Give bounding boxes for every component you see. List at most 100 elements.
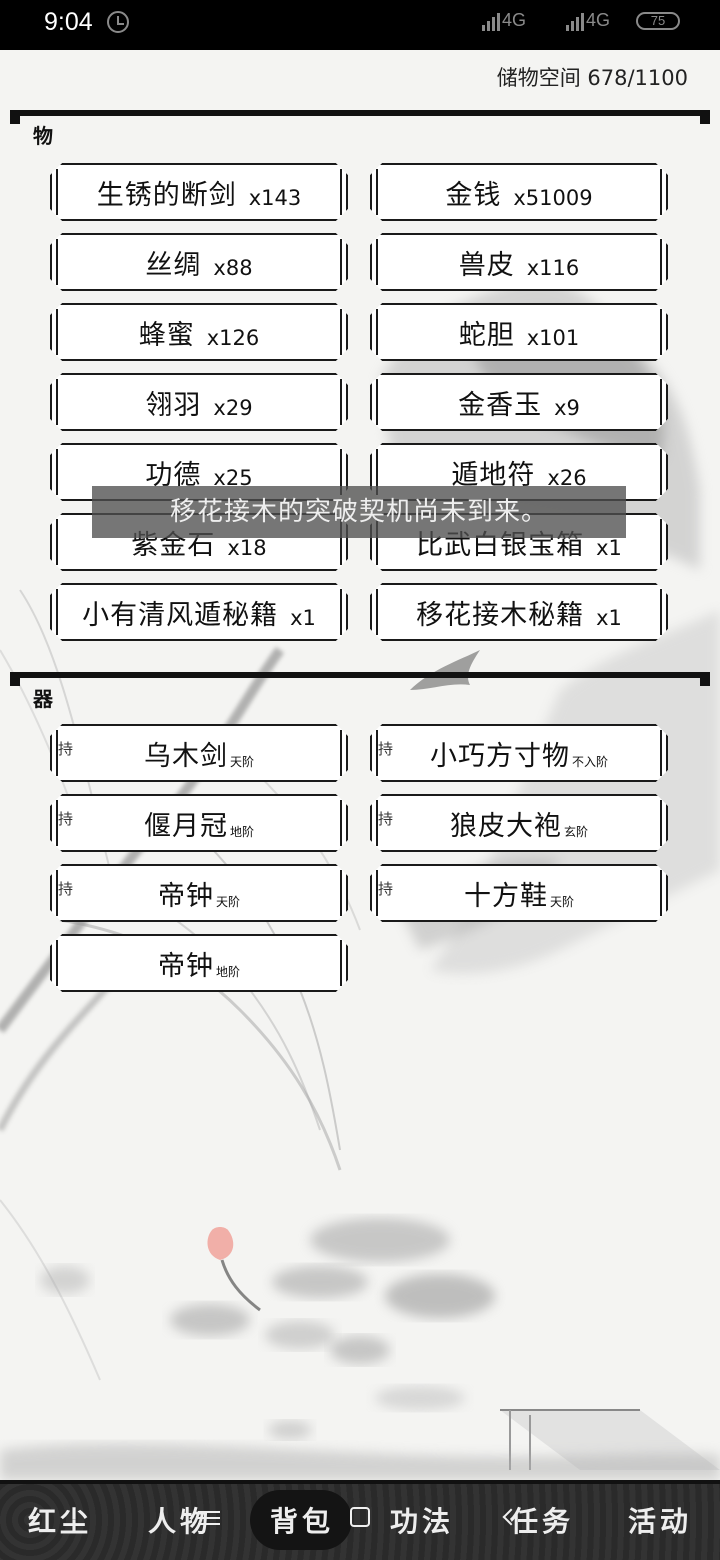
nav-item-0[interactable]: 红尘 <box>28 1505 93 1538</box>
card-frame <box>370 794 668 852</box>
equipment-name: 狼皮大袍 <box>449 810 562 842</box>
item-count: x143 <box>248 186 302 210</box>
alarm-icon <box>107 11 129 33</box>
card-content: 小有清风遁秘籍 x1 <box>50 583 348 641</box>
card-content: 帝钟天阶 <box>50 864 348 922</box>
card-frame <box>50 233 348 291</box>
equipment-name: 帝钟 <box>157 880 214 912</box>
network-type-2: 4G <box>586 10 611 30</box>
storage-value: 678/1100 <box>587 66 688 90</box>
equipment-grade: 不入阶 <box>571 754 608 769</box>
item-name: 蜂蜜 <box>138 319 195 351</box>
toast-message: 移花接木的突破契机尚未到来。 <box>92 486 626 538</box>
item-card[interactable]: 移花接木秘籍 x1 <box>370 583 668 641</box>
item-count: x126 <box>206 326 260 350</box>
section-label-equipment: 器 <box>33 687 53 711</box>
card-frame <box>50 163 348 221</box>
item-name: 生锈的断剑 <box>96 179 237 211</box>
storage-capacity: 储物空间 678/1100 <box>497 62 688 92</box>
card-content: 金香玉 x9 <box>370 373 668 431</box>
nav-active-highlight <box>250 1490 352 1550</box>
card-frame <box>370 303 668 361</box>
item-name: 功德 <box>145 459 202 491</box>
nav-item-4[interactable]: 任务 <box>510 1505 575 1538</box>
item-name: 翎羽 <box>145 389 202 421</box>
signal-icon-2: 4G <box>566 10 610 31</box>
item-count: x1 <box>596 536 622 560</box>
item-card[interactable]: 兽皮 x116 <box>370 233 668 291</box>
equipment-card[interactable]: 持小巧方寸物不入阶 <box>370 724 668 782</box>
storage-label: 储物空间 <box>496 66 581 90</box>
equipment-grade: 天阶 <box>215 894 240 909</box>
signal-icon: 4G <box>482 10 526 31</box>
item-count: x18 <box>227 536 267 560</box>
item-count: x9 <box>554 396 580 420</box>
item-name: 移花接木秘籍 <box>416 599 585 631</box>
item-name: 兽皮 <box>458 249 515 281</box>
section-label-items: 物 <box>33 124 53 148</box>
equipment-grade: 天阶 <box>229 754 254 769</box>
nav-item-5[interactable]: 活动 <box>628 1505 693 1538</box>
equipped-marker: 持 <box>58 740 74 758</box>
network-type-1: 4G <box>502 10 527 30</box>
equipment-card[interactable]: 帝钟地阶 <box>50 934 348 992</box>
equipped-marker: 持 <box>378 880 394 898</box>
equipment-card[interactable]: 持偃月冠地阶 <box>50 794 348 852</box>
equipment-name: 十方鞋 <box>463 880 548 912</box>
card-frame <box>370 233 668 291</box>
nav-item-1[interactable]: 人物 <box>148 1505 213 1538</box>
battery-icon: 75 <box>636 12 680 30</box>
item-count: x1 <box>596 606 622 630</box>
item-card[interactable]: 蜂蜜 x126 <box>50 303 348 361</box>
card-frame <box>370 864 668 922</box>
card-frame <box>370 373 668 431</box>
bottom-navigation <box>0 1480 720 1560</box>
card-content: 翎羽 x29 <box>50 373 348 431</box>
card-frame <box>50 794 348 852</box>
item-name: 蛇胆 <box>458 319 515 351</box>
section-divider-equipment <box>10 672 710 686</box>
card-frame <box>50 934 348 992</box>
equipment-card[interactable]: 持十方鞋天阶 <box>370 864 668 922</box>
item-name: 小有清风遁秘籍 <box>82 599 279 631</box>
equipped-marker: 持 <box>58 810 74 828</box>
equipment-card[interactable]: 持乌木剑天阶 <box>50 724 348 782</box>
card-content: 乌木剑天阶 <box>50 724 348 782</box>
card-content: 小巧方寸物不入阶 <box>370 724 668 782</box>
card-content: 生锈的断剑 x143 <box>50 163 348 221</box>
card-frame <box>50 303 348 361</box>
card-content: 偃月冠地阶 <box>50 794 348 852</box>
card-frame <box>370 724 668 782</box>
equipment-grade: 地阶 <box>229 824 254 839</box>
item-name: 丝绸 <box>145 249 202 281</box>
item-count: x116 <box>526 256 580 280</box>
card-content: 十方鞋天阶 <box>370 864 668 922</box>
card-frame <box>50 864 348 922</box>
menu-icon[interactable] <box>198 1508 220 1528</box>
equipped-marker: 持 <box>378 810 394 828</box>
nav-item-2[interactable]: 背包 <box>270 1505 335 1538</box>
item-card[interactable]: 小有清风遁秘籍 x1 <box>50 583 348 641</box>
equipment-card[interactable]: 持 狼皮大袍玄阶 <box>370 794 668 852</box>
item-count: x1 <box>290 606 316 630</box>
equipment-grade: 玄阶 <box>563 824 588 839</box>
equipment-card[interactable]: 持帝钟天阶 <box>50 864 348 922</box>
item-card[interactable]: 翎羽 x29 <box>50 373 348 431</box>
item-count: x29 <box>213 396 253 420</box>
card-content: 兽皮 x116 <box>370 233 668 291</box>
card-content: 移花接木秘籍 x1 <box>370 583 668 641</box>
item-card[interactable]: 生锈的断剑 x143 <box>50 163 348 221</box>
equipment-name: 乌木剑 <box>143 740 228 772</box>
home-icon[interactable] <box>350 1507 370 1527</box>
equipment-name: 帝钟 <box>157 950 214 982</box>
equipment-grade: 地阶 <box>215 964 240 979</box>
item-name: 金香玉 <box>458 389 543 421</box>
nav-item-3[interactable]: 功法 <box>390 1505 455 1538</box>
item-card[interactable]: 金香玉 x9 <box>370 373 668 431</box>
